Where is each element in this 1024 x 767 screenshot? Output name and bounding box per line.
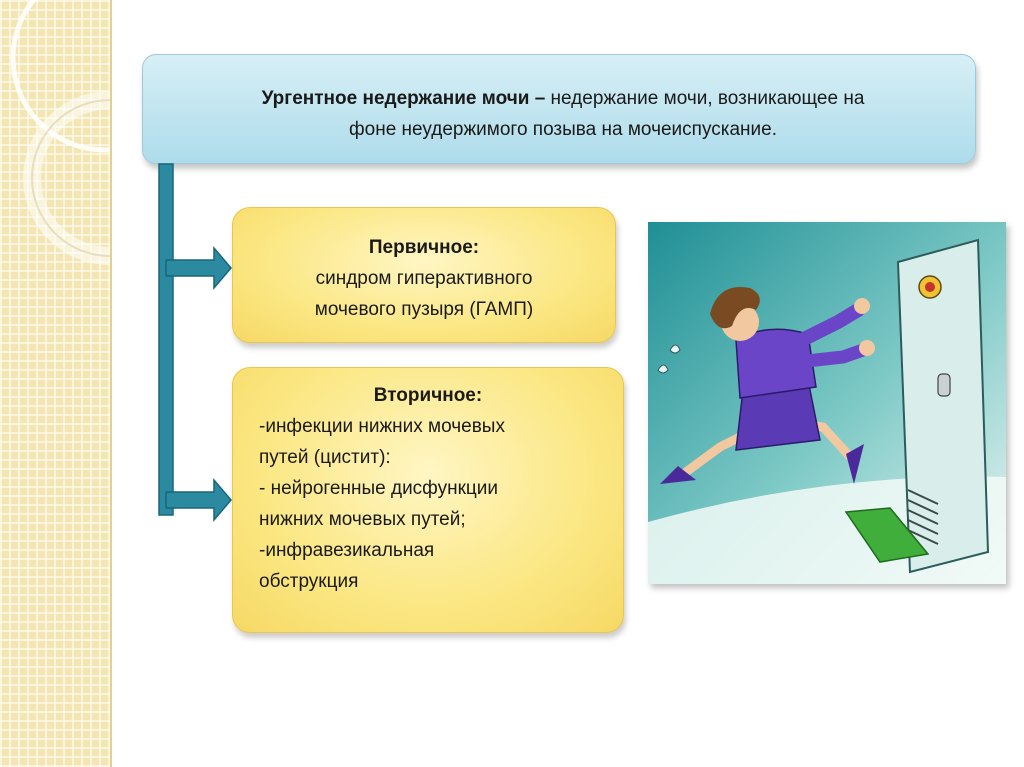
connector-vertical-line xyxy=(158,163,174,516)
woman-running-to-toilet-icon xyxy=(648,222,1006,584)
arrow-to-primary-icon xyxy=(165,245,232,291)
primary-box: Первичное: синдром гиперактивного мочево… xyxy=(232,207,616,343)
decorative-side-panel xyxy=(0,0,112,767)
secondary-line: -инфравезикальная xyxy=(259,540,435,561)
definition-term: Ургентное недержание мочи – xyxy=(261,88,546,109)
definition-box: Ургентное недержание мочи – недержание м… xyxy=(142,54,976,164)
arrow-to-secondary-icon xyxy=(165,477,232,523)
secondary-line: -инфекции нижних мочевых xyxy=(259,416,505,437)
primary-line2: мочевого пузыря (ГАМП) xyxy=(314,299,534,320)
definition-text-line2: фоне неудержимого позыва на мочеиспускан… xyxy=(349,119,777,140)
secondary-line: путей (цистит): xyxy=(259,447,391,468)
secondary-line: нижних мочевых путей; xyxy=(259,509,466,530)
secondary-box: Вторичное: -инфекции нижних мочевых путе… xyxy=(232,367,624,633)
secondary-line: - нейрогенные дисфункции xyxy=(259,478,499,499)
primary-line1: синдром гиперактивного xyxy=(315,268,533,289)
primary-title: Первичное: xyxy=(368,237,480,258)
decorative-circles xyxy=(10,0,110,265)
secondary-title: Вторичное: xyxy=(373,385,483,406)
definition-text-line1: недержание мочи, возникающее на xyxy=(545,88,865,109)
secondary-line: обструкция xyxy=(259,571,359,592)
